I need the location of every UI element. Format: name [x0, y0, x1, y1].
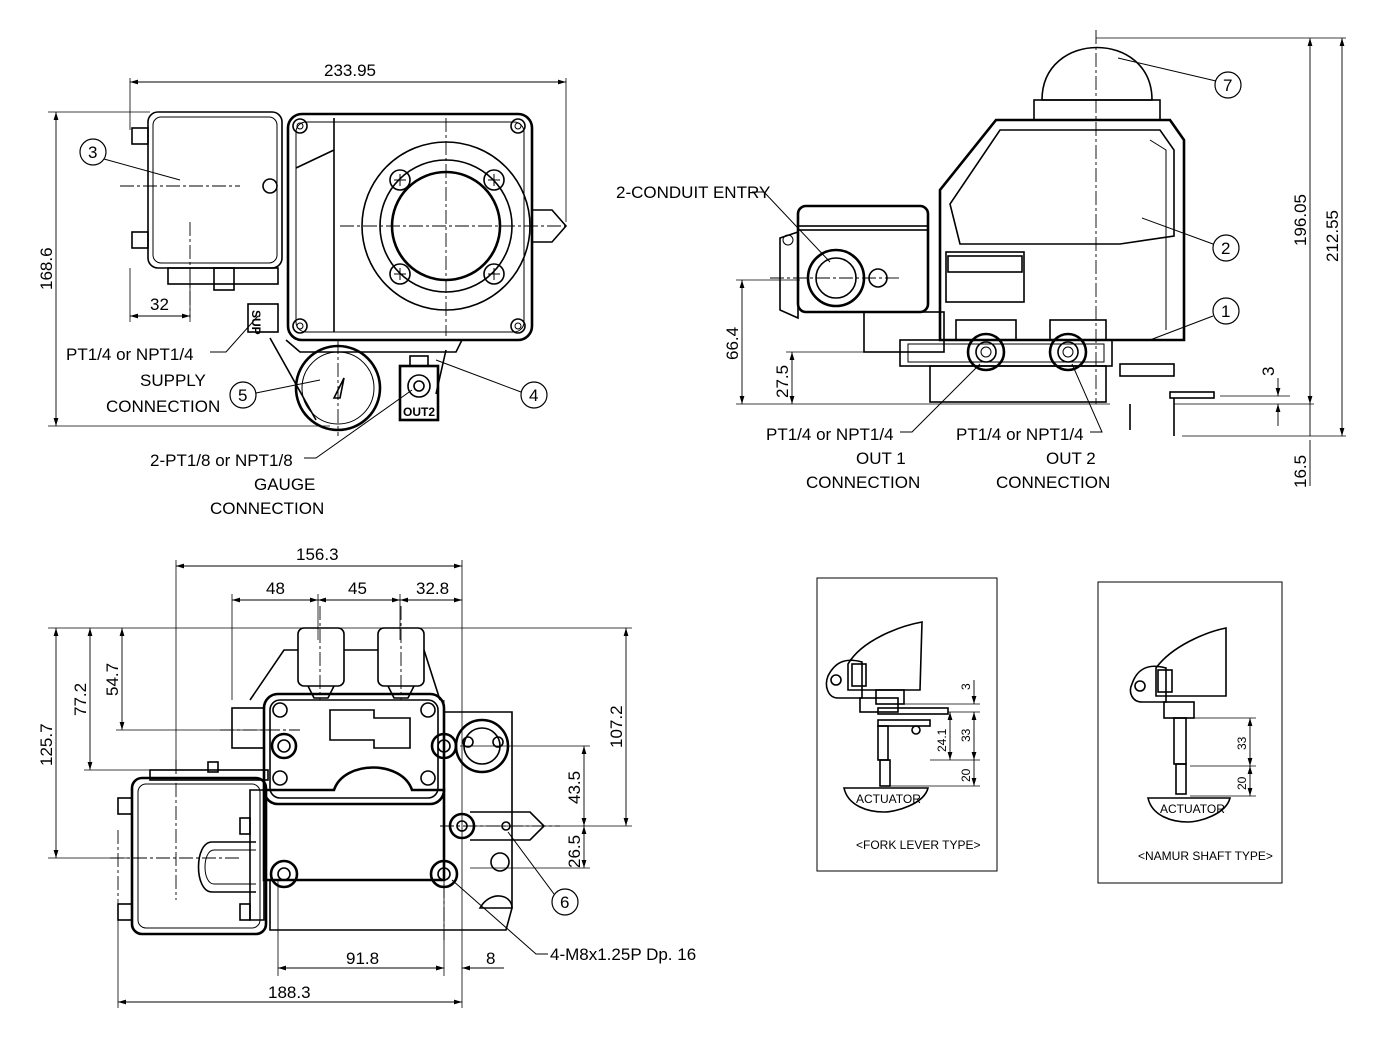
dim-212-55: 212.55 — [1323, 210, 1342, 262]
dim-48: 48 — [266, 579, 285, 598]
fork-lever-view: ACTUATOR 3 24.1 33 20 <FORK LEVER TYPE> — [816, 577, 998, 872]
conduit-label: 2-CONDUIT ENTRY — [616, 183, 770, 202]
out2-line2: OUT 2 — [1046, 449, 1096, 468]
dim-125-7: 125.7 — [37, 723, 56, 766]
namur-shaft-view: ACTUATOR 33 20 <NAMUR SHAFT TYPE> — [1097, 581, 1283, 884]
dim-8: 8 — [486, 949, 495, 968]
port-sup-label: SUP — [249, 310, 263, 335]
bottom-view: 156.3 48 45 32.8 125.7 77.2 54.7 107.2 4… — [37, 545, 696, 1008]
namur-shaft-frame — [1097, 581, 1283, 884]
out1-line1: PT1/4 or NPT1/4 — [766, 425, 894, 444]
gauge-line3: CONNECTION — [210, 499, 324, 518]
fork-dim-3: 3 — [959, 683, 973, 690]
dim-77-2: 77.2 — [71, 683, 90, 716]
fork-dim-20: 20 — [959, 768, 973, 782]
fork-title: <FORK LEVER TYPE> — [856, 838, 981, 852]
dim-45: 45 — [348, 579, 367, 598]
fork-dim-24-1: 24.1 — [935, 728, 949, 752]
dim-26-5: 26.5 — [565, 835, 584, 868]
fork-actuator-label: ACTUATOR — [856, 792, 921, 806]
out2-line1: PT1/4 or NPT1/4 — [956, 425, 1084, 444]
supply-line2: SUPPLY — [140, 371, 206, 390]
callout-7: 7 — [1223, 76, 1232, 95]
dim-196-05: 196.05 — [1291, 194, 1310, 246]
dim-16-5: 16.5 — [1291, 455, 1310, 488]
callout-1: 1 — [1221, 302, 1230, 321]
dim-156-3: 156.3 — [296, 545, 339, 564]
port-out2-label: OUT2 — [403, 405, 435, 419]
out2-line3: CONNECTION — [996, 473, 1110, 492]
dim-188-3: 188.3 — [268, 983, 311, 1002]
dim-168-6: 168.6 — [37, 247, 56, 290]
out1-line3: CONNECTION — [806, 473, 920, 492]
bolts-label: 4-M8x1.25P Dp. 16 — [550, 945, 696, 964]
dim-107-2: 107.2 — [607, 705, 626, 748]
namur-title: <NAMUR SHAFT TYPE> — [1138, 849, 1273, 863]
dim-32: 32 — [150, 295, 169, 314]
dim-66-4: 66.4 — [723, 327, 742, 360]
fork-lever-frame — [816, 577, 998, 872]
callout-2: 2 — [1221, 239, 1230, 258]
out1-line2: OUT 1 — [856, 449, 906, 468]
supply-line3: CONNECTION — [106, 397, 220, 416]
namur-dim-33: 33 — [1235, 736, 1249, 750]
dim-32-8: 32.8 — [416, 579, 449, 598]
fork-dim-33: 33 — [959, 728, 973, 742]
side-view: 196.05 212.55 66.4 27.5 3 16.5 — [616, 30, 1346, 492]
dim-27-5: 27.5 — [773, 365, 792, 398]
callout-5: 5 — [238, 386, 247, 405]
dim-43-5: 43.5 — [565, 771, 584, 804]
gauge-line2: GAUGE — [254, 475, 315, 494]
dim-3-side: 3 — [1259, 367, 1278, 376]
namur-dim-20: 20 — [1235, 776, 1249, 790]
dim-91-8: 91.8 — [346, 949, 379, 968]
namur-actuator-label: ACTUATOR — [1160, 802, 1225, 816]
gauge-line1: 2-PT1/8 or NPT1/8 — [150, 451, 293, 470]
callout-6: 6 — [560, 893, 569, 912]
supply-line1: PT1/4 or NPT1/4 — [66, 345, 194, 364]
callout-3: 3 — [88, 143, 97, 162]
callout-4: 4 — [529, 386, 538, 405]
dim-54-7: 54.7 — [103, 663, 122, 696]
front-view: 233.95 168.6 32 — [37, 61, 568, 518]
dim-233-95: 233.95 — [324, 61, 376, 80]
